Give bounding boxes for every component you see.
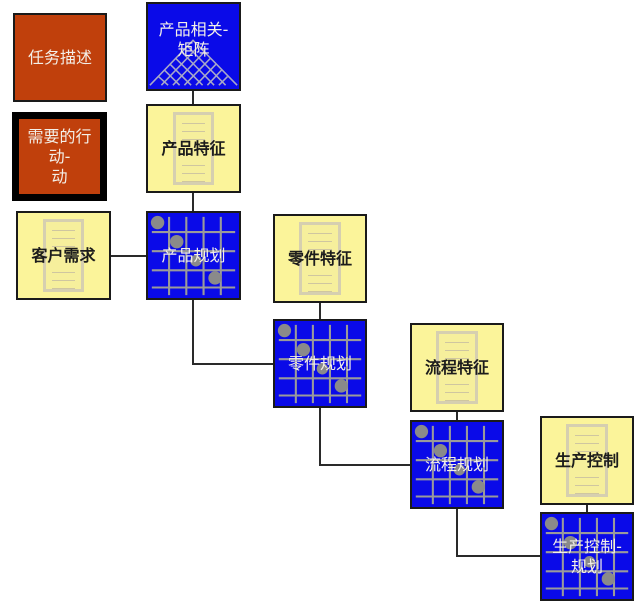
document-icon [299, 222, 341, 295]
connector-to-production-control-planning [456, 555, 540, 557]
document-icon [566, 424, 608, 497]
node-part-planning-label: 零件规划 [287, 353, 352, 373]
connector-part-planning-down [319, 407, 321, 465]
connector-to-process-planning [319, 464, 410, 466]
planning-grid-icon [414, 424, 499, 505]
node-production-control-planning-label: 生产控制- 规划 [552, 536, 622, 576]
connector-process-planning-down [456, 508, 458, 556]
node-process-features-label: 流程特征 [424, 357, 489, 377]
node-customer-needs-label: 客户需求 [31, 245, 96, 265]
planning-grid-icon [544, 516, 629, 597]
node-product-features-label: 产品特征 [161, 138, 226, 158]
legend-task-description: 任务描述 [13, 13, 107, 102]
node-product-matrix[interactable]: 产品相关- 矩阵 [146, 2, 241, 91]
node-product-features[interactable]: 产品特征 [146, 104, 241, 193]
node-production-control-planning[interactable]: 生产控制- 规划 [540, 512, 634, 601]
document-icon [436, 331, 478, 404]
connector-production-control-to-planning [586, 504, 588, 512]
node-process-features[interactable]: 流程特征 [410, 323, 504, 412]
connector-part-features-to-part-planning [319, 302, 321, 319]
matrix-roof-icon [149, 39, 238, 86]
node-production-control-label: 生产控制 [554, 450, 619, 470]
node-part-features-label: 零件特征 [287, 248, 352, 268]
connector-process-features-to-process-planning [456, 411, 458, 420]
planning-grid-icon [150, 215, 236, 296]
connector-matrix-to-product-features [192, 90, 194, 104]
node-production-control[interactable]: 生产控制 [540, 416, 634, 505]
document-icon [42, 219, 85, 292]
connector-product-planning-down [192, 299, 194, 364]
connector-customer-needs-to-product-planning [110, 255, 146, 257]
legend-task-description-label: 任务描述 [27, 47, 92, 67]
legend-required-action-label: 需要的行动- 动 [27, 126, 92, 186]
legend-required-action: 需要的行动- 动 [12, 112, 107, 201]
node-product-matrix-label: 产品相关- 矩阵 [158, 19, 229, 59]
document-icon [172, 112, 215, 185]
node-process-planning-label: 流程规划 [424, 454, 489, 474]
node-process-planning[interactable]: 流程规划 [410, 420, 504, 509]
node-product-planning-label: 产品规划 [161, 245, 226, 265]
connector-product-features-to-product-planning [192, 192, 194, 211]
node-product-planning[interactable]: 产品规划 [146, 211, 241, 300]
node-part-planning[interactable]: 零件规划 [273, 319, 367, 408]
node-part-features[interactable]: 零件特征 [273, 214, 367, 303]
node-customer-needs[interactable]: 客户需求 [16, 211, 111, 300]
connector-to-part-planning [192, 363, 273, 365]
planning-grid-icon [277, 323, 362, 404]
